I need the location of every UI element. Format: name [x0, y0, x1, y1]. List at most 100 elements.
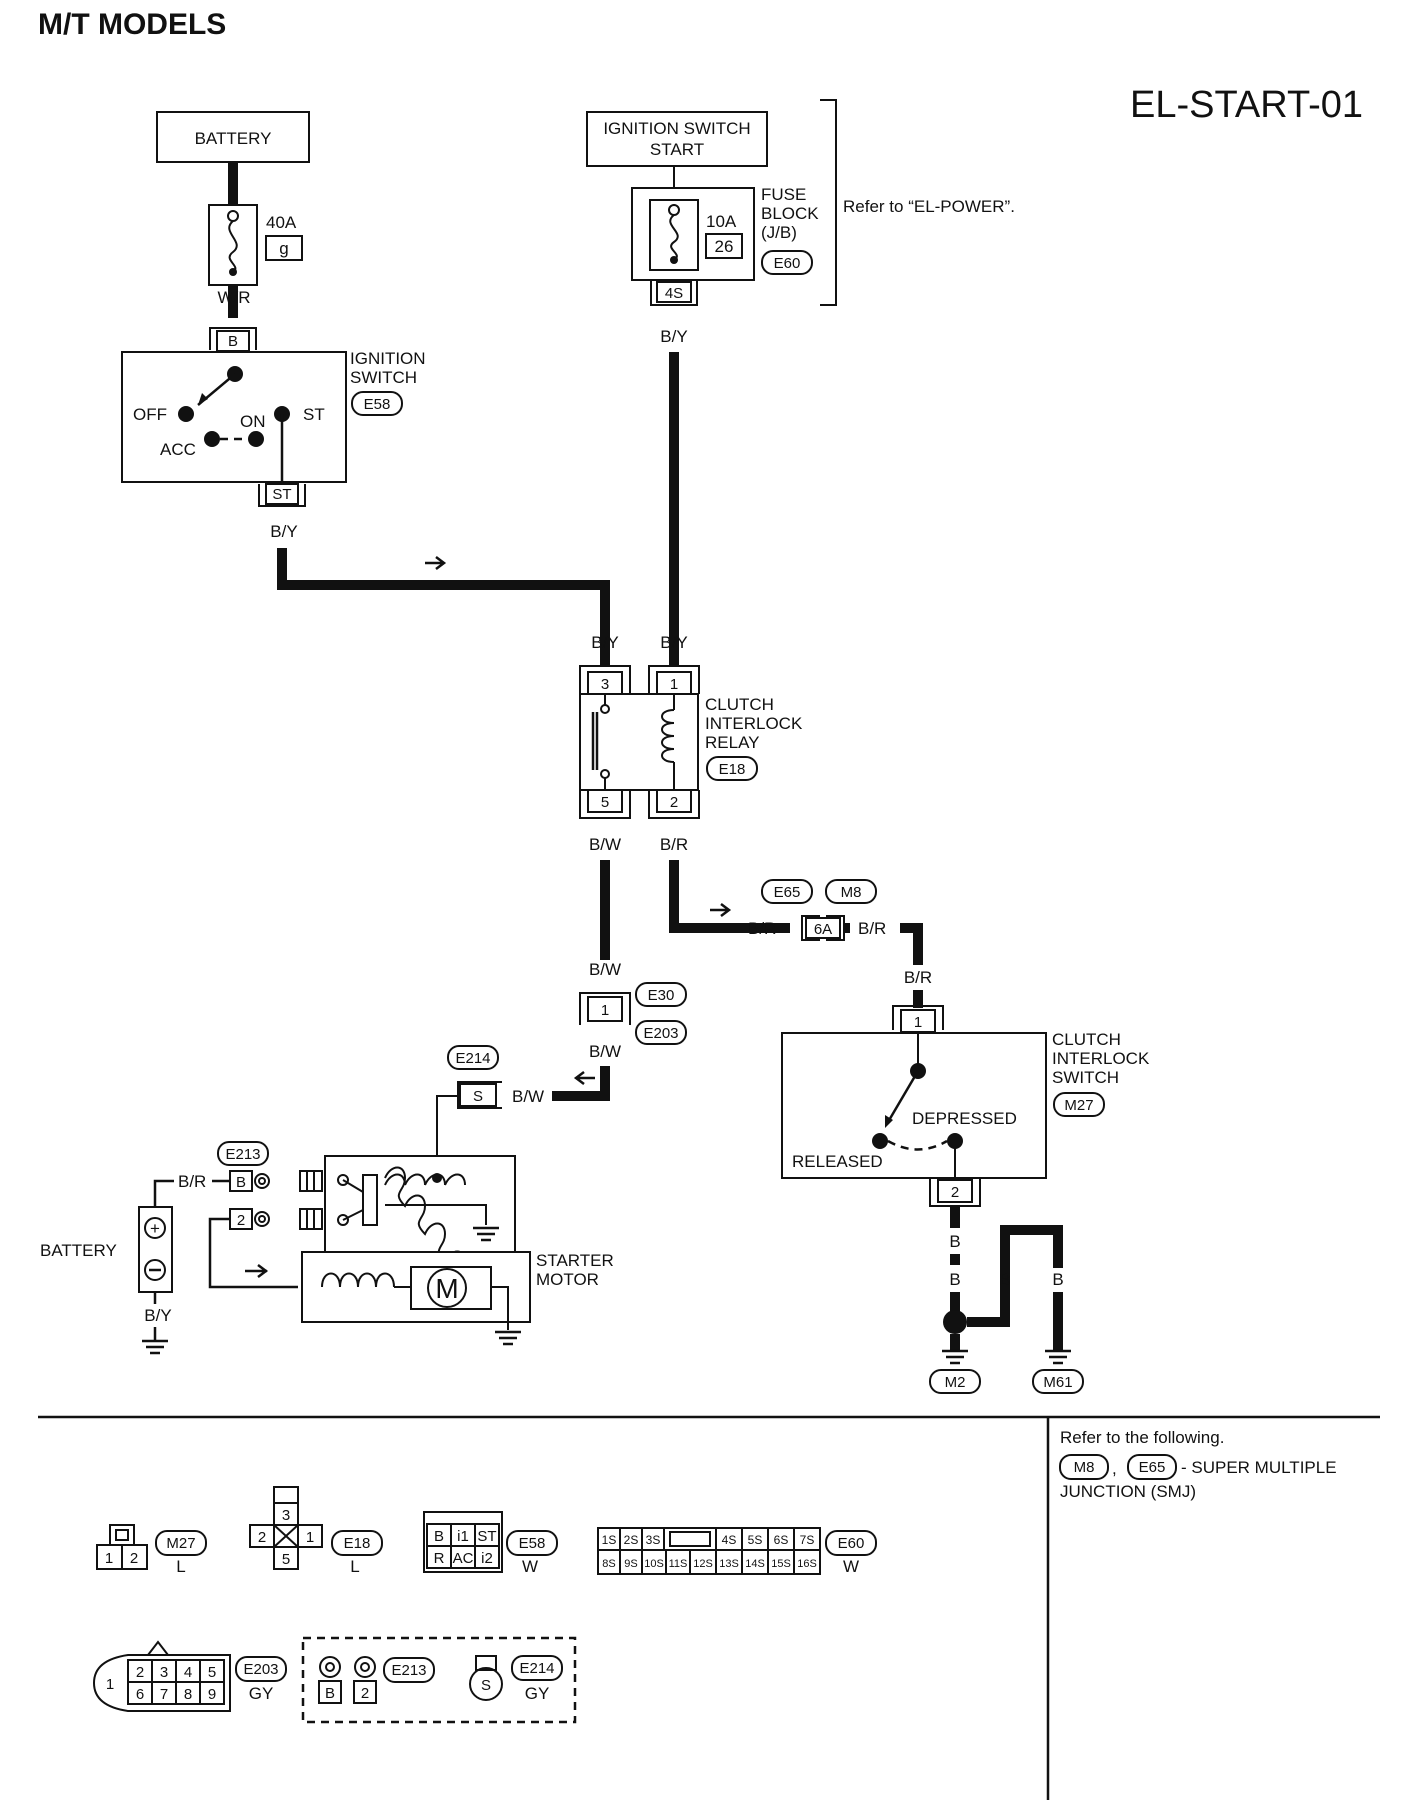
- switch-depressed: DEPRESSED: [912, 1109, 1017, 1128]
- motor-label-1: STARTER: [536, 1251, 614, 1270]
- wire-label-br-relay: B/R: [660, 835, 688, 854]
- refer-bracket: [820, 99, 837, 306]
- e60-pin-7s: 7S: [800, 1533, 815, 1547]
- splice-point: [943, 1310, 967, 1334]
- e214-face-s: S: [481, 1677, 491, 1694]
- connector-e58: B i1 ST R AC i2 E58 W: [423, 1511, 558, 1576]
- clutch-interlock-switch: 1 DEPRESSED RELEASED CLUTCH INTERLOCK SW…: [781, 1005, 1150, 1207]
- relay-label-3: RELAY: [705, 733, 760, 752]
- switch-label-2: INTERLOCK: [1052, 1049, 1150, 1068]
- fuse-block-2: BLOCK: [761, 204, 819, 223]
- clutch-interlock-relay: B/Y B/Y 3 1 5 2 CLUTCH INTERLOCK RELAY E…: [579, 633, 803, 819]
- relay-pin-1: 1: [670, 676, 678, 693]
- e60-color: W: [843, 1557, 859, 1576]
- relay-pin-2: 2: [670, 794, 678, 811]
- connector-group-dashed: [301, 1636, 577, 1724]
- e213-term-b: B: [236, 1174, 246, 1191]
- e203-pin-9: 9: [208, 1686, 216, 1703]
- smj-term-6a: 6A: [814, 921, 832, 938]
- ign-start-1: IGNITION SWITCH: [603, 119, 750, 138]
- e18-pin-3: 3: [282, 1507, 290, 1524]
- pos-on: ON: [240, 412, 266, 431]
- e60-pin-1s: 1S: [602, 1533, 617, 1547]
- page-header: M/T MODELS: [38, 8, 226, 41]
- battery-label: BATTERY: [195, 129, 272, 148]
- ignition-term-st: ST: [272, 486, 291, 503]
- arrow-right-br: [710, 903, 732, 917]
- refer-line3: JUNCTION (SMJ): [1060, 1482, 1196, 1501]
- switch-label-1: CLUTCH: [1052, 1030, 1121, 1049]
- e58-pin-i1: i1: [457, 1528, 469, 1545]
- fuse-block-conn: E60: [774, 255, 801, 272]
- e203-pin-8: 8: [184, 1686, 192, 1703]
- connector-e18: 3 2 1 5 E18 L: [249, 1486, 383, 1576]
- wire-smj-switch: [900, 923, 923, 965]
- wire-label-b-3: B: [999, 1270, 1010, 1289]
- e203-pin-5: 5: [208, 1664, 216, 1681]
- e203-pin-1: 1: [106, 1676, 114, 1693]
- arrow-left: [573, 1071, 595, 1085]
- switch-label-3: SWITCH: [1052, 1068, 1119, 1087]
- wire-label-bw-joint-top: B/W: [589, 960, 621, 979]
- pos-acc: ACC: [160, 440, 196, 459]
- wire-label-bw-relay: B/W: [589, 835, 621, 854]
- e58-pin-r: R: [434, 1550, 445, 1567]
- ground-m2: M2: [929, 1349, 981, 1394]
- e60-pin-15s: 15S: [771, 1558, 791, 1570]
- e213-term-2: 2: [237, 1212, 245, 1229]
- e203-color: GY: [249, 1684, 274, 1703]
- joint-conn-e30: E30: [648, 987, 675, 1004]
- wire-label-bw-s: B/W: [512, 1087, 544, 1106]
- starter-motor: E214 S M STARTER MOTOR: [299, 1045, 614, 1346]
- switch-conn: M27: [1064, 1097, 1093, 1114]
- connector-e60: 1S 2S 3S 4S 5S 6S 7S 8S 9S 10S 11S 12S 1…: [597, 1527, 877, 1576]
- ignition-term-b: B: [228, 333, 238, 350]
- wire-label-b-4: B: [1052, 1270, 1063, 1289]
- e60-pin-2s: 2S: [624, 1533, 639, 1547]
- refer-line1: Refer to the following.: [1060, 1428, 1224, 1447]
- e214-face-id: E214: [519, 1660, 554, 1677]
- refer-conn-e65: E65: [1139, 1459, 1166, 1476]
- diagram-id: EL-START-01: [1130, 84, 1363, 126]
- starter-battery: + BATTERY B/Y: [40, 1206, 173, 1355]
- e60-pin-14s: 14S: [745, 1558, 765, 1570]
- ignition-label-2: SWITCH: [350, 368, 417, 387]
- fuse-40a-amp: 40A: [266, 213, 297, 232]
- wire-label-by-ign: B/Y: [270, 522, 297, 541]
- m27-pin-1: 1: [105, 1550, 113, 1567]
- starter-term-s: S: [473, 1088, 483, 1105]
- ground-m2-label: M2: [945, 1374, 966, 1391]
- e214-face-color: GY: [525, 1684, 550, 1703]
- e58-id: E58: [519, 1535, 546, 1552]
- e60-pin-11s: 11S: [669, 1558, 688, 1570]
- fuse-block-term: 4S: [665, 285, 683, 302]
- fuse-40a: 40A g: [208, 204, 303, 286]
- e60-id: E60: [838, 1535, 865, 1552]
- wire-label-br-3: B/R: [904, 968, 932, 987]
- ground-m61-label: M61: [1043, 1374, 1072, 1391]
- connector-m27: 1 2 M27 L: [96, 1524, 207, 1576]
- smj-conn-e65: E65: [774, 884, 801, 901]
- connector-e214: S E214 GY: [469, 1655, 563, 1703]
- e213-conn: E213: [225, 1146, 260, 1163]
- switch-pin-1: 1: [914, 1014, 922, 1031]
- wire-ignition-relay: [277, 548, 610, 665]
- fuse-block-3: (J/B): [761, 223, 797, 242]
- e58-pin-ac: AC: [453, 1550, 474, 1567]
- switch-released: RELEASED: [792, 1152, 883, 1171]
- e60-pin-12s: 12S: [693, 1558, 713, 1570]
- relay-label-1: CLUTCH: [705, 695, 774, 714]
- starter-battery-label: BATTERY: [40, 1241, 117, 1260]
- ignition-conn: E58: [364, 396, 391, 413]
- e203-pin-4: 4: [184, 1664, 192, 1681]
- motor-label-2: MOTOR: [536, 1270, 599, 1289]
- battery-box: BATTERY: [156, 111, 310, 163]
- e60-pin-6s: 6S: [774, 1533, 789, 1547]
- pos-st: ST: [303, 405, 325, 424]
- wire-joint-starter: [552, 1066, 610, 1101]
- e58-color: W: [522, 1557, 538, 1576]
- ignition-switch: B OFF ACC ON ST IGNITION SWITCH E58 ST: [121, 327, 426, 507]
- relay-pin-5: 5: [601, 794, 609, 811]
- refer-conn-m8: M8: [1074, 1459, 1095, 1476]
